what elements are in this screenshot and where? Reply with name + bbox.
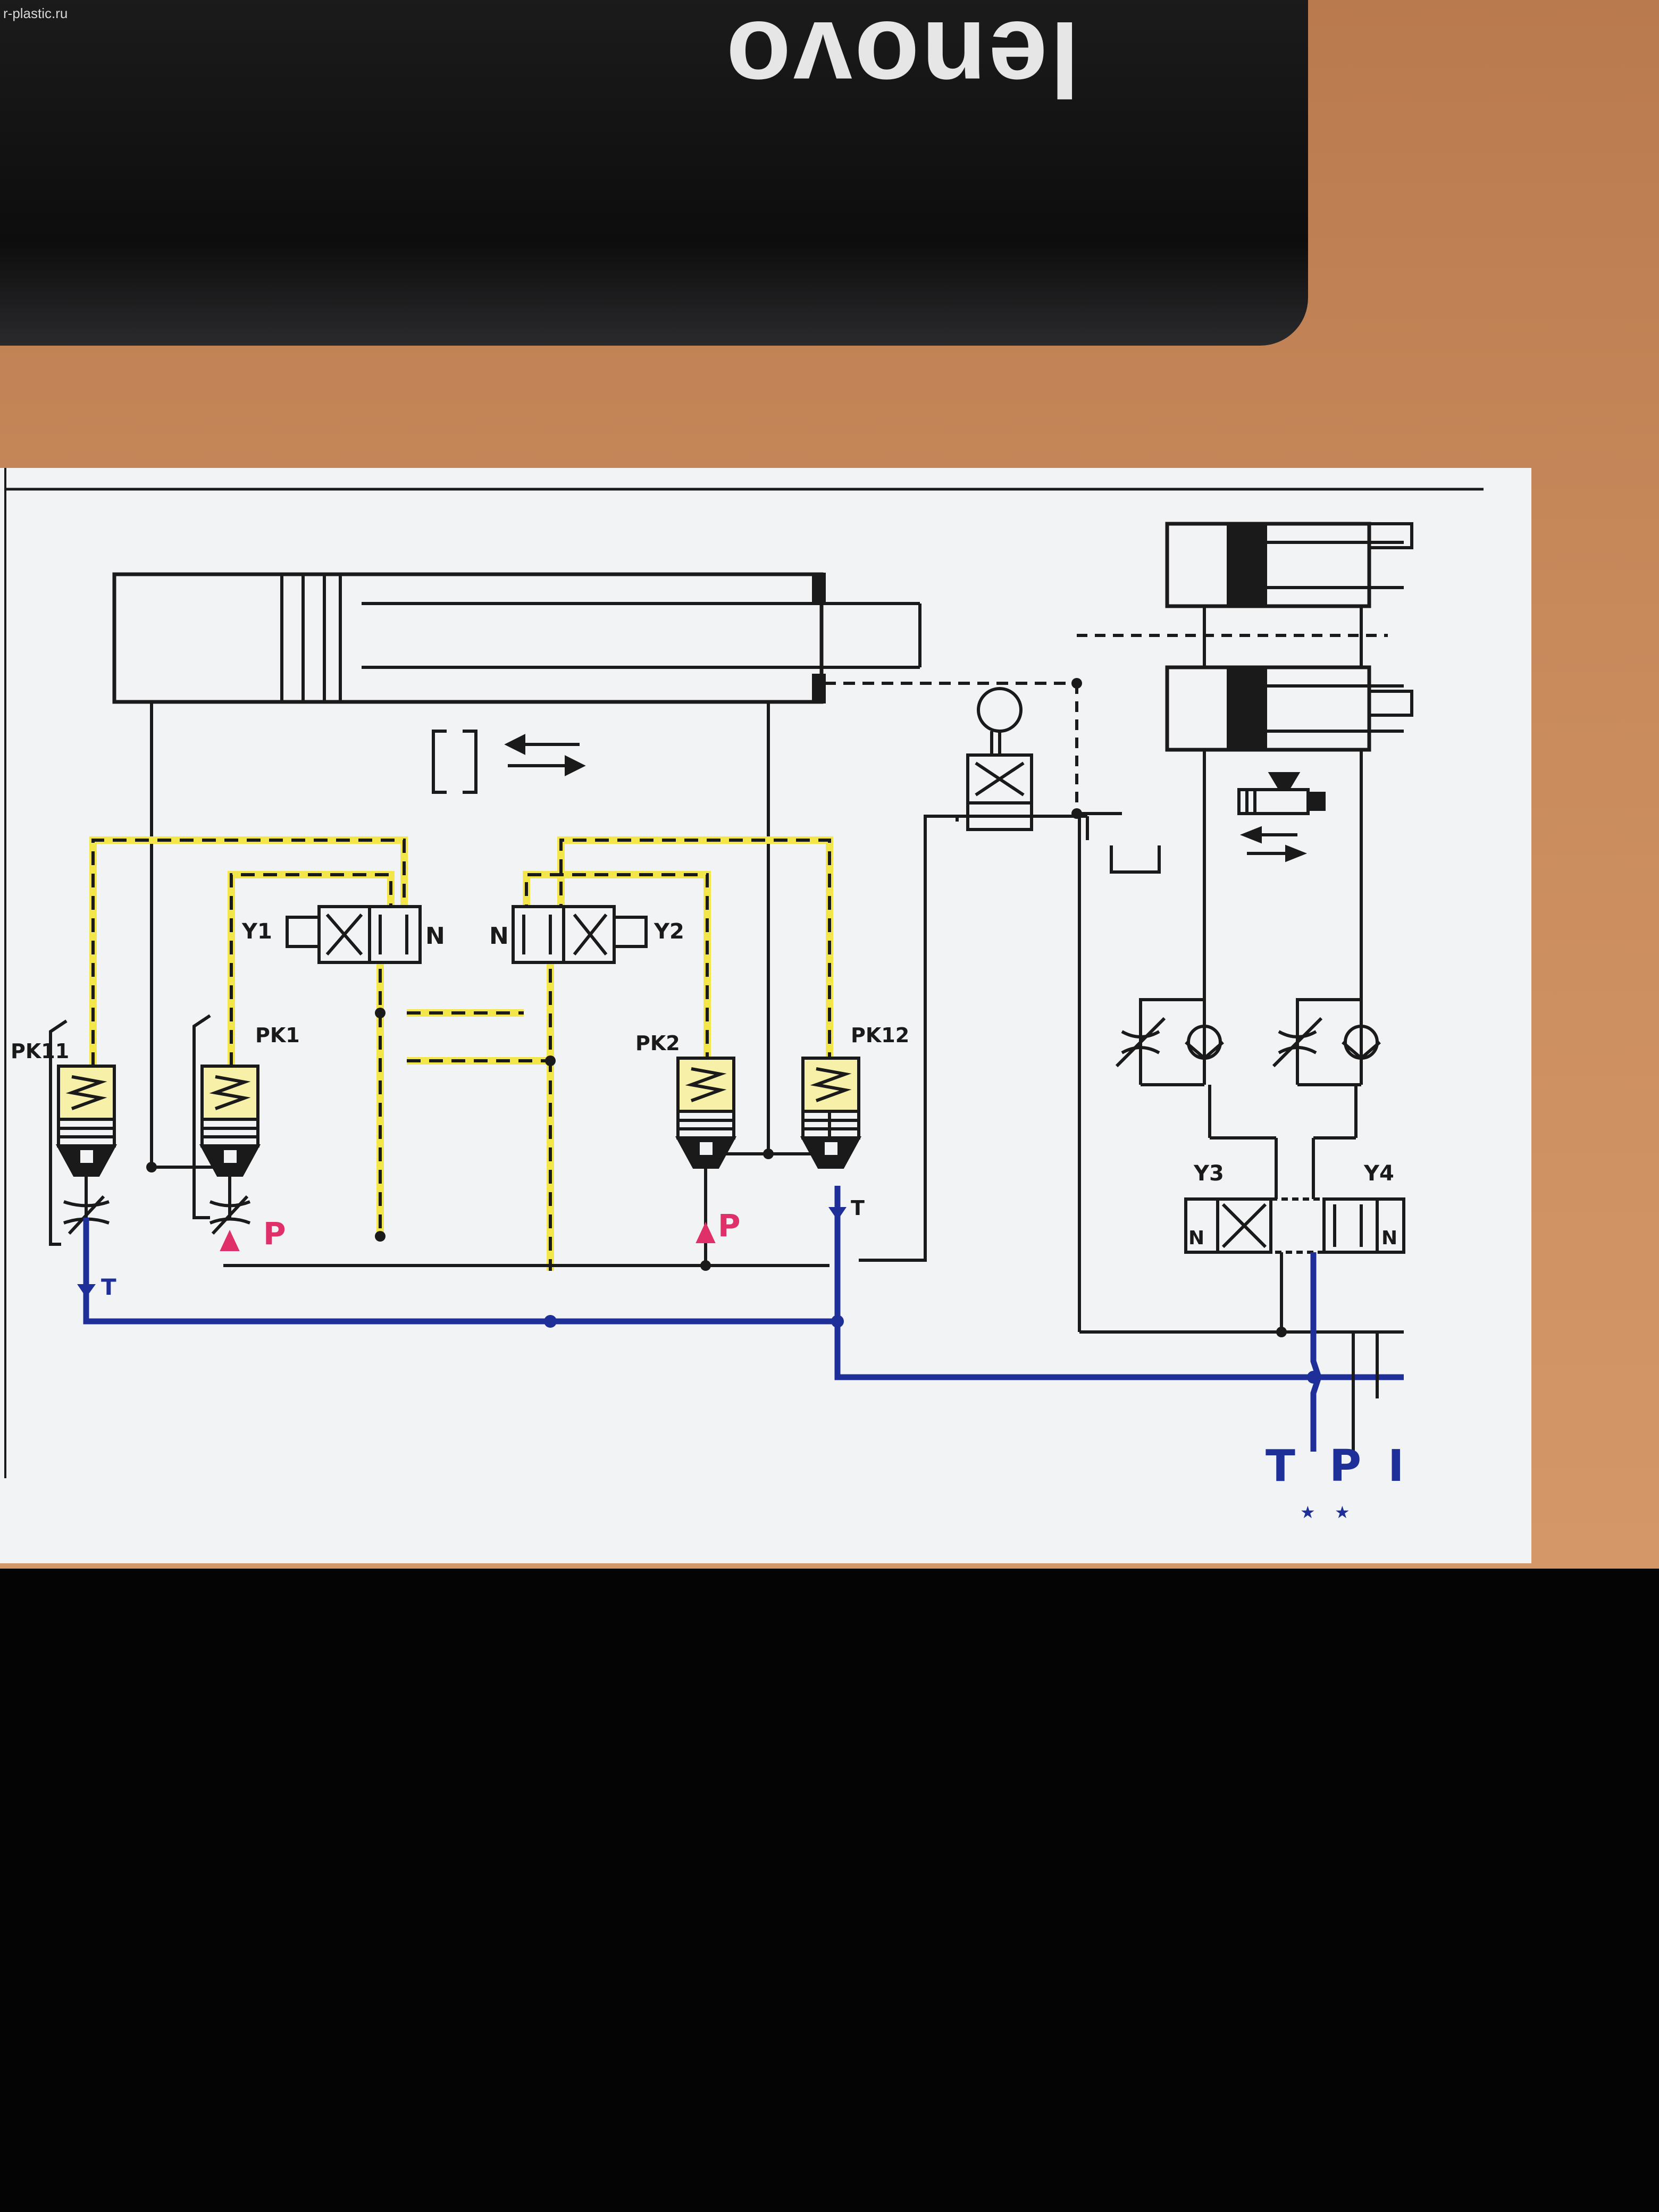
label-pk12: PK12 xyxy=(851,1024,909,1047)
pressure-relay-pk11 xyxy=(49,1019,118,1246)
label-y1: Y1 xyxy=(241,919,272,944)
pilot-lines-highlight xyxy=(89,836,833,1271)
pressure-relay-pk1 xyxy=(192,1014,261,1219)
watermark: r-plastic.ru xyxy=(3,5,68,21)
main-cylinder xyxy=(112,572,1077,704)
label-n-left: N xyxy=(425,923,445,950)
label-t-main: T xyxy=(1266,1441,1295,1492)
dark-foreground xyxy=(0,1569,1659,2212)
label-p-mid: P xyxy=(718,1208,741,1244)
valve-y3-y4 xyxy=(1184,1197,1405,1254)
check-throttle-right xyxy=(1272,998,1381,1086)
label-pk1: PK1 xyxy=(255,1024,300,1047)
pilot-lines xyxy=(91,839,831,1271)
pressure-relay-pk2 xyxy=(675,1057,737,1266)
svg-text:★: ★ xyxy=(1300,1502,1316,1522)
gripper-symbol xyxy=(1237,772,1326,862)
label-y4: Y4 xyxy=(1363,1161,1394,1186)
label-p-left: P xyxy=(263,1216,286,1252)
laptop-logo: lenovo xyxy=(724,0,1079,118)
pressure-relay-pk12 xyxy=(800,1057,862,1169)
label-t-mid: T xyxy=(851,1196,865,1220)
label-n-y4: N xyxy=(1381,1227,1397,1249)
hydraulic-schematic: ★ ★ Y1 N N Y2 PK11 PK1 PK2 PK12 Y3 Y4 N … xyxy=(4,468,1484,1522)
direction-symbol xyxy=(432,730,586,794)
valve-y1 xyxy=(286,905,422,964)
svg-text:★: ★ xyxy=(1335,1502,1350,1522)
laptop: lenovo r-plastic.ru xyxy=(0,0,1308,346)
label-y2: Y2 xyxy=(653,919,684,944)
throttle-pk1 xyxy=(209,1195,251,1235)
label-t-left: T xyxy=(101,1274,116,1300)
label-n-y3: N xyxy=(1188,1227,1204,1249)
roller-valve xyxy=(859,683,1161,1262)
label-i-main: I xyxy=(1388,1441,1404,1492)
check-throttle-left xyxy=(1115,998,1224,1086)
label-p-main: P xyxy=(1329,1441,1361,1492)
clamp-cylinders xyxy=(1077,522,1413,752)
port-markers: ★ ★ xyxy=(1300,1502,1350,1522)
label-y3: Y3 xyxy=(1193,1161,1224,1186)
paper-sheet xyxy=(0,468,1531,1563)
label-pk2: PK2 xyxy=(635,1032,680,1055)
valve-y2 xyxy=(512,905,648,964)
label-n-mid: N xyxy=(489,923,509,950)
label-pk11: PK11 xyxy=(11,1040,69,1063)
